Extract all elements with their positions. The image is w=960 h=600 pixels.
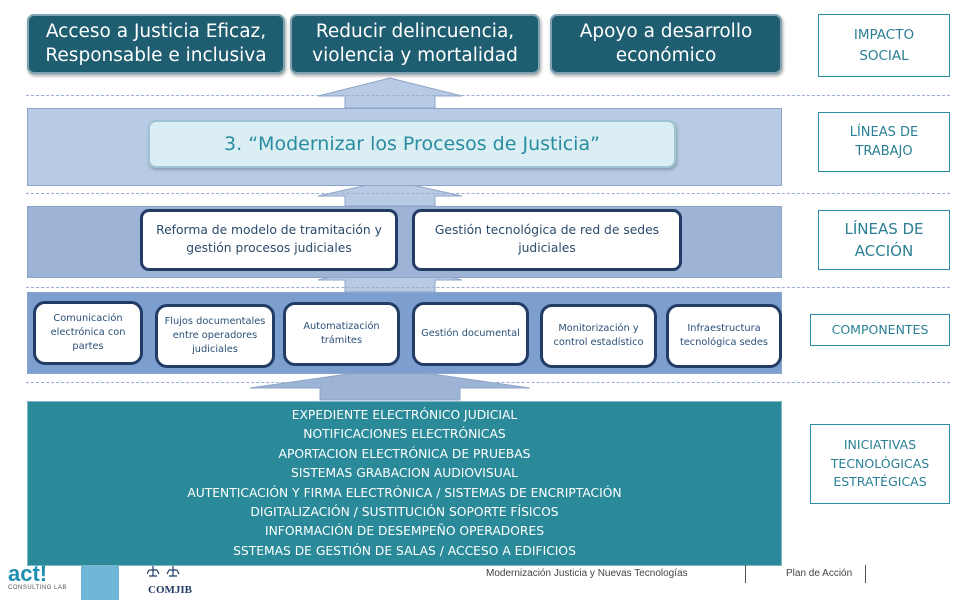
iniciativa-item: AUTENTICACIÓN Y FIRMA ELECTRÓNICA / SIST… [187, 485, 622, 500]
arrow-lineas-to-impacto [317, 77, 463, 109]
comjib-logo-text: COMJIB [148, 584, 192, 596]
iniciativa-item: APORTACION ELECTRÓNICA DE PRUEBAS [278, 446, 531, 461]
componente-comunicacion: Comunicación electrónica con partes [33, 301, 143, 365]
iniciativa-item: DIGITALIZACIÓN / SUSTITUCIÓN SOPORTE FÍS… [250, 504, 559, 519]
linea-trabajo-box: 3. “Modernizar los Procesos de Justicia” [148, 120, 676, 168]
act-logo: act! CONSULTING LAB [8, 563, 78, 597]
label-impacto-social: IMPACTO SOCIAL [818, 14, 950, 77]
label-componentes: COMPONENTES [810, 314, 950, 346]
comjib-logo: COMJIB [140, 564, 200, 598]
iniciativas-box: EXPEDIENTE ELECTRÓNICO JUDICIAL NOTIFICA… [27, 401, 782, 566]
componente-gestion-documental: Gestión documental [412, 302, 529, 366]
accion-reforma-tramitacion: Reforma de modelo de tramitación y gesti… [140, 209, 398, 271]
componente-flujos: Flujos documentales entre operadores jud… [155, 304, 275, 368]
scales-icon [146, 566, 180, 577]
footer-center-text: Modernización Justicia y Nuevas Tecnolog… [486, 568, 688, 579]
footer-separator-2 [865, 565, 866, 583]
separator-3 [26, 287, 950, 288]
iniciativa-item: NOTIFICACIONES ELECTRÓNICAS [303, 427, 506, 442]
impact-box-justicia: Acceso a Justicia Eficaz, Responsable e … [27, 14, 285, 74]
arrow-initiatives-to-components [249, 367, 531, 401]
componente-monitorizacion: Monitorización y control estadístico [540, 304, 657, 368]
impact-box-delincuencia: Reducir delincuencia, violencia y mortal… [290, 14, 540, 74]
blue-accent-block [81, 566, 119, 600]
act-logo-text: act! [8, 561, 48, 586]
iniciativa-item: INFORMACIÓN DE DESEMPEÑO OPERADORES [264, 524, 545, 539]
separator-1 [26, 95, 950, 96]
componente-infraestructura: Infraestructura tecnológica sedes [666, 304, 782, 368]
label-lineas-trabajo: LÍNEAS DE TRABAJO [818, 112, 950, 172]
impact-box-desarrollo: Apoyo a desarrollo económico [550, 14, 782, 74]
iniciativa-item: SSTEMAS DE GESTIÓN DE SALAS / ACCESO A E… [233, 543, 576, 558]
iniciativa-item: EXPEDIENTE ELECTRÓNICO JUDICIAL [291, 407, 518, 422]
footer-right-text: Plan de Acción [786, 568, 853, 579]
componente-automatizacion: Automatización trámites [283, 302, 400, 366]
label-lineas-accion: LÍNEAS DE ACCIÓN [818, 210, 950, 270]
iniciativa-item: SISTEMAS GRABACION AUDIOVISUAL [291, 466, 518, 481]
footer-separator-1 [745, 565, 746, 583]
accion-gestion-tecnologica: Gestión tecnológica de red de sedes judi… [412, 209, 682, 271]
separator-4 [26, 382, 950, 383]
separator-2 [26, 193, 950, 194]
label-iniciativas: INICIATIVAS TECNOLÓGICAS ESTRATÉGICAS [810, 424, 950, 504]
act-logo-sub: CONSULTING LAB [8, 585, 67, 591]
